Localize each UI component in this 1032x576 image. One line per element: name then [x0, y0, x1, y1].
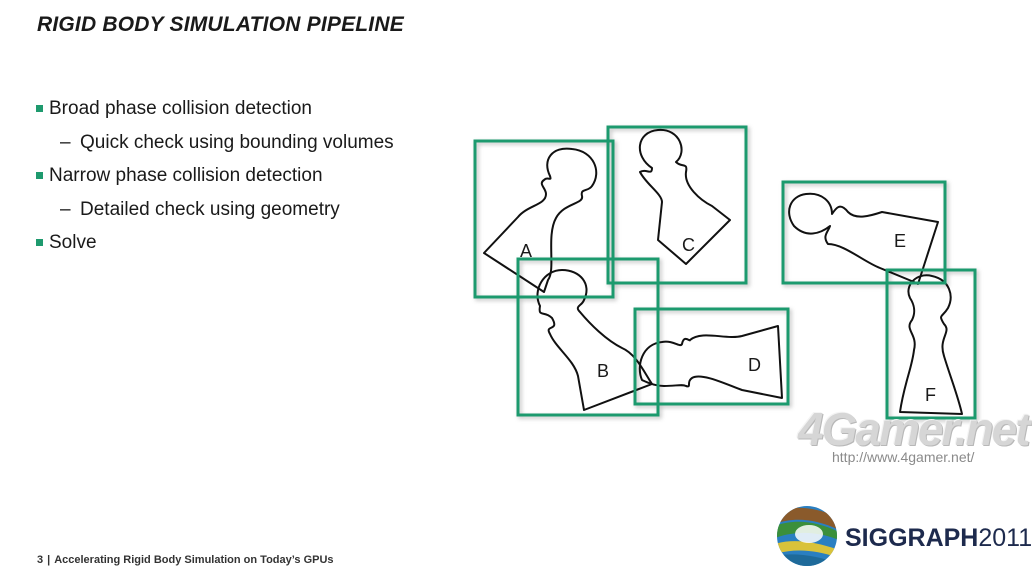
siggraph-globe-icon — [777, 506, 837, 566]
watermark-logo: 4Gamer.net — [798, 403, 1031, 455]
bounding-box-b — [516, 257, 660, 417]
page-number: 3 — [37, 554, 44, 566]
bounding-box-c — [606, 125, 748, 285]
logo-name: SIGGRAPH — [845, 524, 979, 552]
bullet-text: Solve — [49, 232, 97, 253]
watermark-url: http://www.4gamer.net/ — [832, 449, 975, 465]
dash-bullet-icon: – — [60, 131, 71, 153]
bullet-item: Solve — [36, 226, 394, 260]
body-label-e: E — [894, 231, 906, 251]
sub-bullet-text: Detailed check using geometry — [80, 198, 340, 220]
body-label-d: D — [748, 355, 761, 375]
sub-bullet-item: – Detailed check using geometry — [36, 193, 394, 227]
slide-footer: 3|Accelerating Rigid Body Simulation on … — [37, 554, 334, 566]
siggraph-logo-text: SIGGRAPH2011 — [845, 524, 1032, 553]
bounding-box-e — [781, 180, 947, 285]
bounding-box-a — [473, 139, 615, 299]
square-bullet-icon — [36, 239, 43, 246]
square-bullet-icon — [36, 105, 43, 112]
bullet-list: Broad phase collision detection – Quick … — [36, 92, 394, 260]
bounding-box-f — [885, 268, 977, 420]
bullet-item: Broad phase collision detection — [36, 92, 394, 126]
sub-bullet-text: Quick check using bounding volumes — [80, 131, 394, 153]
body-label-b: B — [597, 361, 609, 381]
footer-separator: | — [47, 554, 51, 566]
rigid-body-c-shape — [638, 128, 731, 265]
sub-bullet-item: – Quick check using bounding volumes — [36, 126, 394, 160]
bounding-box-d — [633, 307, 790, 406]
square-bullet-icon — [36, 172, 43, 179]
bullet-text: Narrow phase collision detection — [49, 165, 323, 186]
rigid-body-b-shape — [536, 269, 653, 411]
bullet-text: Broad phase collision detection — [49, 98, 313, 119]
footer-text: Accelerating Rigid Body Simulation on To… — [54, 554, 334, 566]
body-label-a: A — [520, 241, 532, 261]
body-label-f: F — [925, 385, 936, 405]
rigid-body-e-shape — [788, 192, 939, 285]
bullet-item: Narrow phase collision detection — [36, 159, 394, 193]
dash-bullet-icon: – — [60, 198, 71, 220]
rigid-body-f-shape — [899, 274, 963, 415]
logo-year: 2011 — [978, 524, 1032, 552]
slide-title: RIGID BODY SIMULATION PIPELINE — [37, 13, 404, 36]
rigid-body-d-shape — [638, 325, 783, 399]
rigid-body-a-shape — [483, 147, 598, 293]
body-label-c: C — [682, 235, 695, 255]
